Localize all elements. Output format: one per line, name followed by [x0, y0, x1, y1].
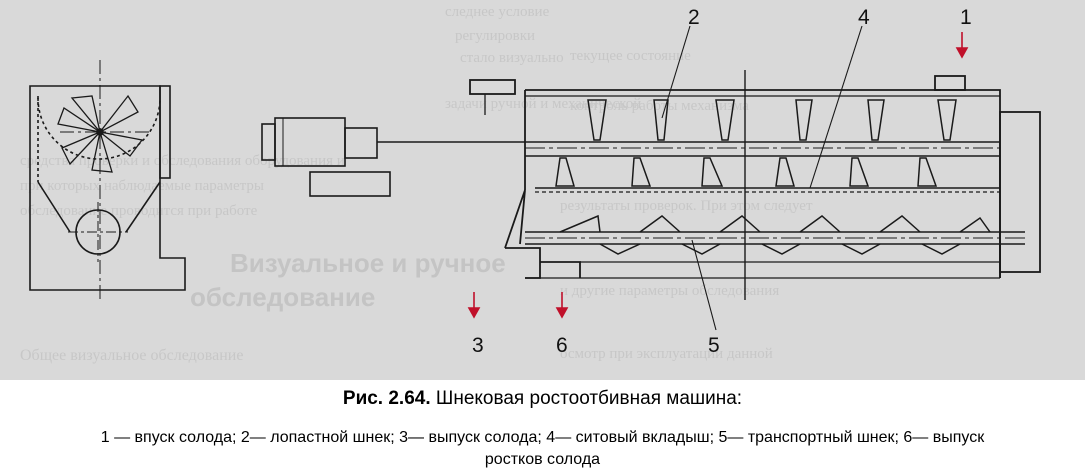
malt-outlet-arrow: [467, 292, 481, 319]
callout-5: 5: [708, 334, 720, 357]
callout-2: 2: [688, 6, 700, 29]
callout-6: 6: [556, 334, 568, 357]
svg-text:текущее состояние: текущее состояние: [570, 48, 691, 64]
figure-caption: Рис. 2.64. Шнековая ростоотбивная машина…: [0, 388, 1085, 410]
svg-text:регулировки: регулировки: [455, 28, 535, 44]
svg-text:и другие параметры обследовани: и другие параметры обследования: [560, 283, 779, 299]
malt-inlet-arrow: [955, 32, 969, 59]
svg-text:Общее визуальное обследование: Общее визуальное обследование: [20, 347, 243, 364]
drive-motor: [261, 117, 525, 197]
bleed-through-text: следнее условие регулировки стало визуал…: [20, 4, 813, 364]
leader-lines: [661, 25, 863, 331]
svg-text:при которых наблюдаемые параме: при которых наблюдаемые параметры: [20, 178, 264, 194]
figure-label: Рис. 2.64.: [342, 388, 431, 409]
paddle-screw: [525, 99, 1000, 187]
svg-text:Визуальное и ручное: Визуальное и ручное: [230, 248, 506, 278]
legend-line-2: ростков солода: [484, 451, 601, 468]
flow-arrows: [467, 32, 969, 319]
svg-text:осмотр при эксплуатации данной: осмотр при эксплуатации данной: [560, 346, 773, 362]
callout-4: 4: [858, 6, 870, 29]
sieve-insert: [535, 187, 1000, 193]
sprouts-outlet-arrow: [555, 292, 569, 319]
svg-text:обследование проводится при ра: обследование проводится при работе: [20, 203, 258, 219]
svg-text:результаты проверок. При этом: результаты проверок. При этом следует: [560, 198, 813, 214]
figure-title: Шнековая ростоотбивная машина:: [435, 388, 743, 409]
svg-text:обследование: обследование: [190, 282, 375, 312]
legend-line-1: 1 — впуск солода; 2— лопастной шнек; 3— …: [100, 429, 985, 446]
svg-text:следнее условие: следнее условие: [445, 4, 550, 20]
machine-diagram: следнее условие регулировки стало визуал…: [0, 0, 1085, 380]
callout-3: 3: [472, 334, 484, 357]
callout-1: 1: [960, 6, 972, 29]
svg-text:стало визуально: стало визуально: [460, 50, 564, 66]
svg-text:контроль работы механизма: контроль работы механизма: [570, 98, 749, 114]
transport-screw: [525, 214, 1025, 255]
cross-section-view: [29, 60, 186, 300]
svg-text:средства проверки и обследован: средства проверки и обследования оборудо…: [20, 153, 345, 169]
machine-housing: [469, 70, 1041, 300]
figure-legend: 1 — впуск солода; 2— лопастной шнек; 3— …: [0, 427, 1085, 471]
